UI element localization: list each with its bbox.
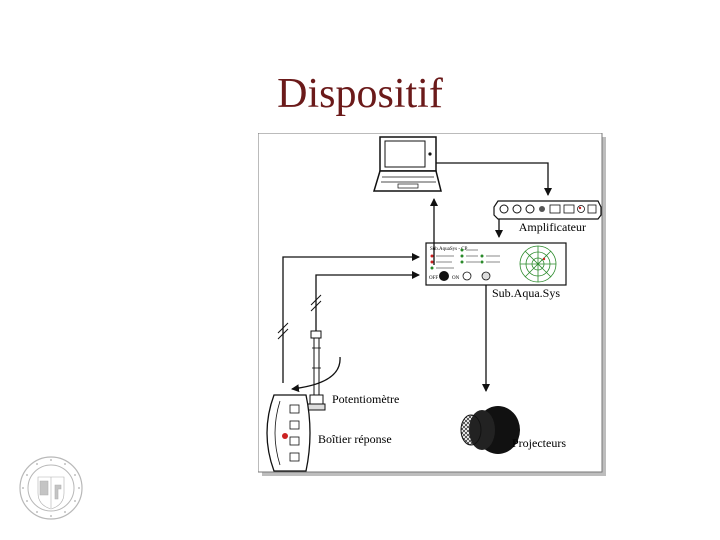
link-potentiometer-system: [315, 271, 420, 333]
amplifier-device-icon: [493, 200, 602, 220]
projectors-label: Projecteurs: [512, 436, 566, 450]
projector-icon: [460, 406, 520, 454]
setup-diagram: Amplificateur Sub.AquaSys - CP OFF ON Su…: [257, 132, 608, 478]
cable-break-marks: [277, 294, 322, 340]
potentiometer-label: Potentiomètre: [332, 392, 399, 406]
panel-off-label: OFF: [429, 276, 438, 281]
link-potentiometer-responsebox: [291, 356, 341, 393]
radar-display-icon: [519, 245, 557, 283]
power-knob-icon: [439, 271, 449, 281]
amplifier-label: Amplificateur: [519, 220, 586, 234]
panel-title: Sub.AquaSys - CP: [430, 247, 468, 252]
panel-on-label: ON: [452, 276, 460, 281]
response-box-icon: [266, 394, 311, 472]
potentiometer-icon: [307, 330, 326, 411]
subaquasys-panel: Sub.AquaSys - CP OFF ON: [425, 242, 567, 286]
university-seal-icon: [18, 455, 84, 521]
slide-title: Dispositif: [277, 71, 443, 117]
link-responsebox-system: [282, 253, 420, 383]
response-box-label: Boîtier réponse: [318, 432, 392, 446]
link-laptop-amplifier: [436, 162, 552, 196]
laptop-icon: [372, 136, 442, 192]
subaquasys-label: Sub.Aqua.Sys: [492, 286, 560, 300]
